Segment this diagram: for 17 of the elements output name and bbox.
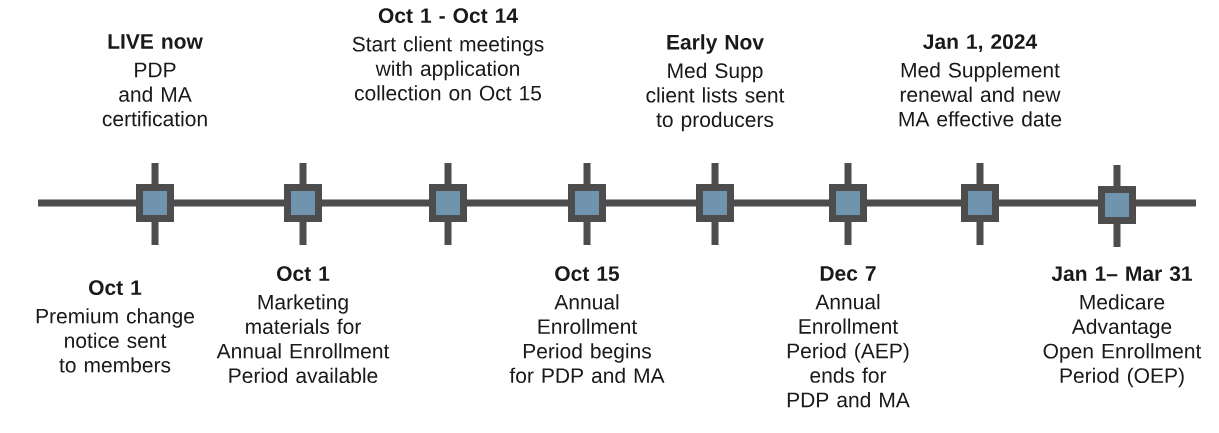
timeline-marker [696, 184, 734, 222]
timeline-event-text: LIVE now PDP and MA certification [102, 34, 207, 127]
timeline-marker [829, 184, 867, 222]
timeline-event-text: Jan 1, 2024 Med Supplement renewal and new MA effective date [899, 34, 1062, 127]
timeline-event-text: Oct 1 Marketing materials for Annual Enrollment Period available [216, 266, 390, 384]
timeline-marker [136, 184, 174, 222]
timeline-marker [961, 184, 999, 222]
timeline-marker [284, 184, 322, 222]
timeline-event-text: Oct 1 Premium change notice sent to members [36, 280, 194, 373]
timeline-event-text: Dec 7 Annual Enrollment Period (AEP) ends for PDP and MA [787, 266, 910, 408]
timeline-event-text: Oct 1 - Oct 14 Start client meetings with application collection on Oct 15 [352, 8, 544, 101]
timeline-event-text: Jan 1– Mar 31 Medicare Advantage Open Enrollment Period (OEP) [1043, 266, 1202, 388]
timeline-event-text: Oct 15 Annual Enrollment Period begins for PDP and MA [509, 266, 665, 384]
timeline-event-text: Early Nov Med Supp client lists sent to producers [646, 34, 785, 132]
timeline-marker [429, 184, 467, 222]
timeline-marker [1098, 186, 1136, 224]
timeline-marker [568, 184, 606, 222]
